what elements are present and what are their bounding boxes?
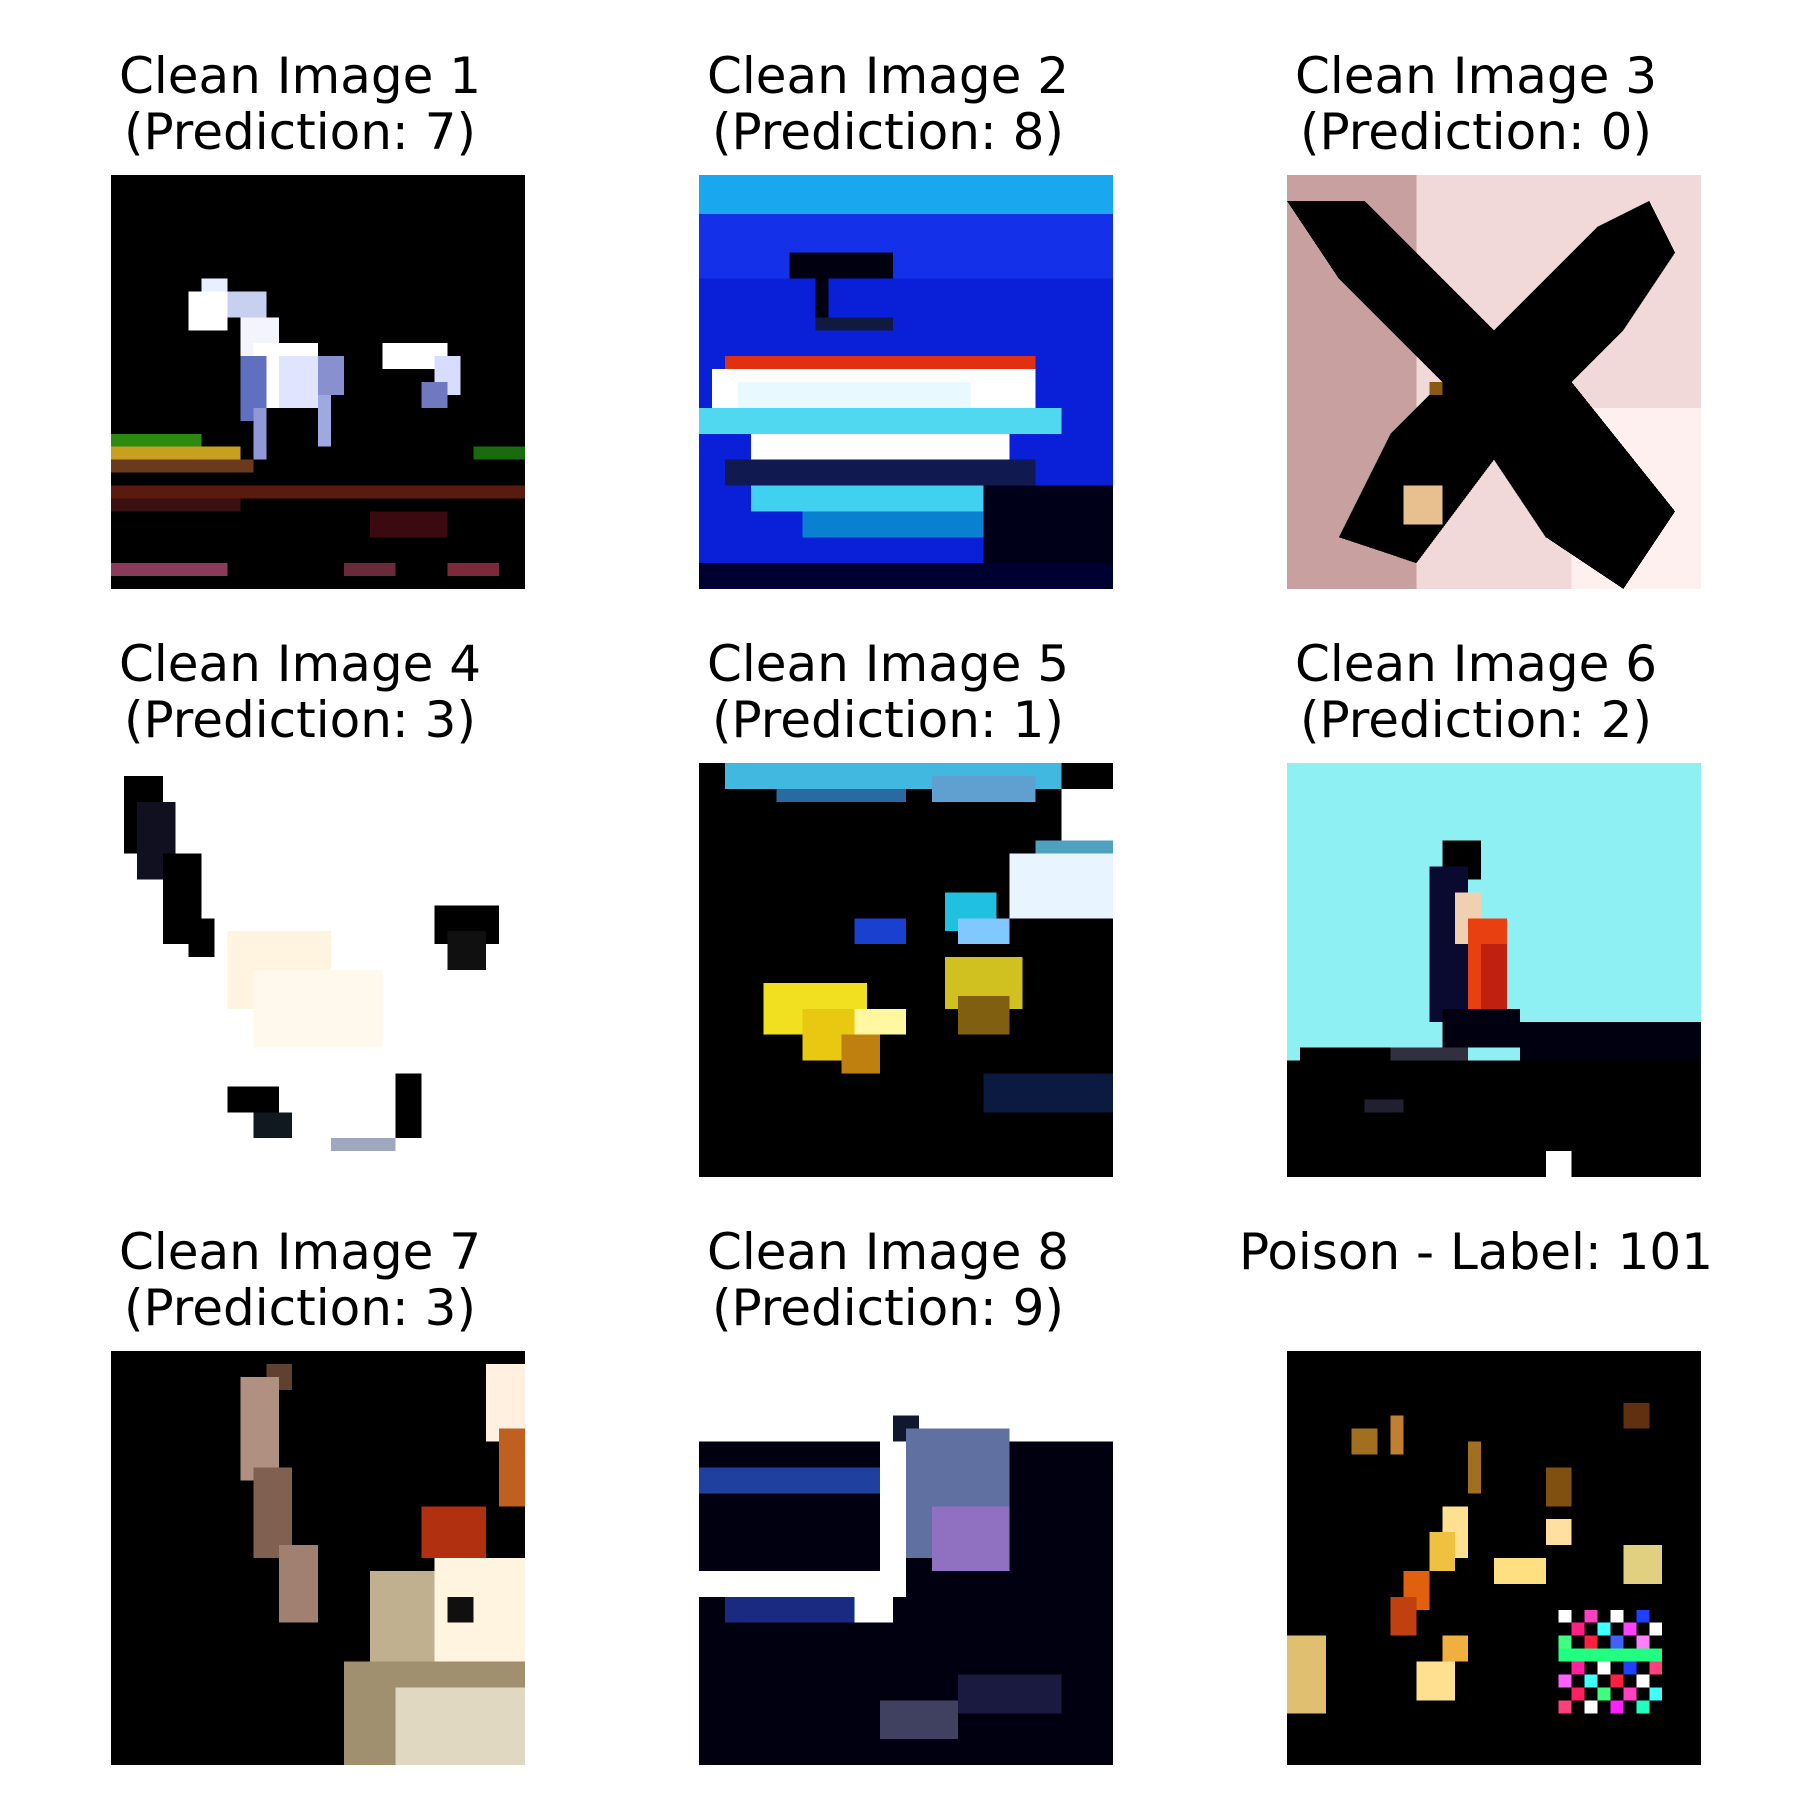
panel-title: Clean Image 3 (Prediction: 0) <box>1176 48 1776 160</box>
panel-title-line1: Clean Image 2 <box>706 47 1070 105</box>
panel-title-line2: Poison - Label: 101 <box>1238 1223 1714 1281</box>
airplane-image <box>1287 175 1701 589</box>
panel-7: Clean Image 7 (Prediction: 3) <box>0 1176 600 1776</box>
panel-title-line2: (Prediction: 3) <box>124 1279 476 1337</box>
panel-title: Clean Image 5 (Prediction: 1) <box>588 636 1188 748</box>
truck-image <box>699 1351 1113 1765</box>
panel-4: Clean Image 4 (Prediction: 3) <box>0 588 600 1188</box>
panel-title: Clean Image 1 (Prediction: 7) <box>0 48 600 160</box>
horse-image <box>111 175 525 589</box>
panel-title-line2: (Prediction: 8) <box>712 103 1064 161</box>
panel-title-line2: (Prediction: 0) <box>1300 103 1652 161</box>
panel-title-line2: (Prediction: 7) <box>124 103 476 161</box>
panel-5: Clean Image 5 (Prediction: 1) <box>588 588 1188 1188</box>
panel-2: Clean Image 2 (Prediction: 8) <box>588 0 1188 600</box>
panel-3: Clean Image 3 (Prediction: 0) <box>1176 0 1776 600</box>
panel-9: Poison - Label: 101 <box>1176 1176 1776 1776</box>
panel-title: Clean Image 4 (Prediction: 3) <box>0 636 600 748</box>
panel-title: Clean Image 2 (Prediction: 8) <box>588 48 1188 160</box>
panel-title-line2: (Prediction: 2) <box>1300 691 1652 749</box>
panel-title: Poison - Label: 101 <box>1176 1224 1776 1280</box>
panel-title: Clean Image 8 (Prediction: 9) <box>588 1224 1188 1336</box>
panel-title-line1: Clean Image 6 <box>1294 635 1658 693</box>
panel-6: Clean Image 6 (Prediction: 2) <box>1176 588 1776 1188</box>
panel-title: Clean Image 6 (Prediction: 2) <box>1176 636 1776 748</box>
panel-title-line2: (Prediction: 9) <box>712 1279 1064 1337</box>
panel-title-line2: (Prediction: 1) <box>712 691 1064 749</box>
poison-image <box>1287 1351 1701 1765</box>
panel-title: Clean Image 7 (Prediction: 3) <box>0 1224 600 1336</box>
car-image <box>699 763 1113 1177</box>
panel-title-line1: Clean Image 5 <box>706 635 1070 693</box>
panel-8: Clean Image 8 (Prediction: 9) <box>588 1176 1188 1776</box>
panel-title-line1: Clean Image 1 <box>118 47 482 105</box>
panel-title-line1: Clean Image 3 <box>1294 47 1658 105</box>
panel-title-line1: Clean Image 4 <box>118 635 482 693</box>
panel-title-line1: Clean Image 8 <box>706 1223 1070 1281</box>
cat-closeup-image <box>111 1351 525 1765</box>
cat-image <box>111 763 525 1177</box>
panel-1: Clean Image 1 (Prediction: 7) <box>0 0 600 600</box>
ship-image <box>699 175 1113 589</box>
panel-title-line2: (Prediction: 3) <box>124 691 476 749</box>
panel-title-line1: Clean Image 7 <box>118 1223 482 1281</box>
bird-image <box>1287 763 1701 1177</box>
